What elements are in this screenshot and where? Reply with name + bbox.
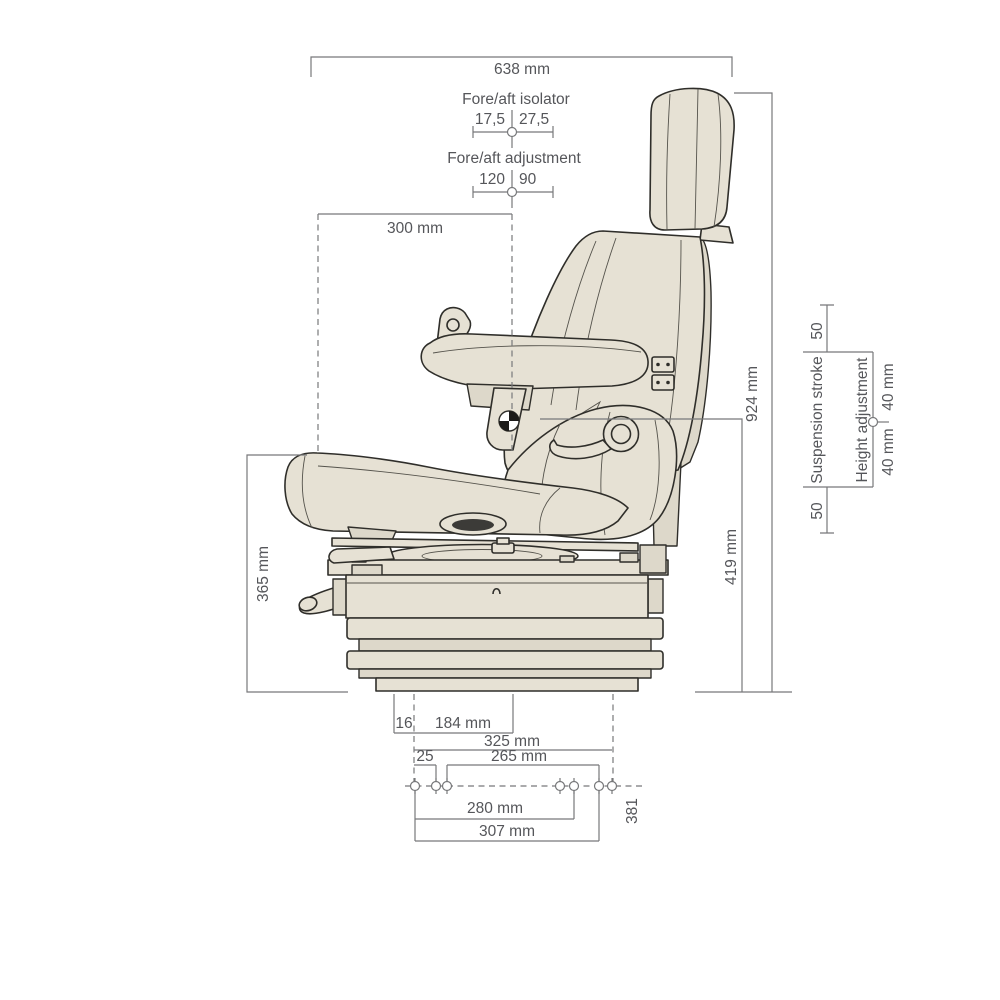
span-280-label: 280 mm [467, 800, 523, 817]
rail-clamp [559, 555, 575, 563]
recliner-hub [549, 415, 640, 460]
suspension-stroke-up: 50 [809, 322, 826, 340]
height-adjustment-down: 40 mm [880, 428, 897, 475]
hole-offset-label: 25 [416, 748, 433, 765]
headrest-seam [666, 93, 671, 230]
datum-marker [498, 410, 520, 432]
overall-width-label: 638 mm [494, 61, 550, 78]
slide-rail-plate [327, 559, 669, 576]
base-depth-label: 381 [624, 798, 641, 824]
fore-aft-adjustment-front: 90 [519, 171, 537, 188]
recline-lever [549, 439, 612, 460]
headrest-seam [713, 93, 722, 228]
span-265-label: 265 mm [491, 748, 547, 765]
dim-seat-height: 419 mm [540, 418, 743, 692]
rail-length-label: 184 mm [435, 715, 491, 732]
suspension-bellows [346, 617, 664, 692]
cushion-seam [317, 465, 541, 495]
dim-suspension-stroke: 50 50 Suspension stroke Height adjustmen… [803, 304, 897, 534]
isolator-reference-point [506, 126, 518, 138]
armrest [420, 333, 649, 390]
suspension-stroke-down: 50 [809, 502, 826, 520]
headrest [649, 87, 735, 231]
cushion-seam [539, 487, 561, 534]
dim-fore-aft-adjustment: Fore/aft adjustment 120 90 [447, 150, 581, 208]
seat-pan-recess [439, 512, 507, 536]
bolster-seam [649, 419, 660, 521]
dim-base-mounting: 16 184 mm 325 mm 25 265 mm 280 mm 307 mm… [393, 694, 645, 842]
suspension-stroke-label: Suspension stroke [809, 356, 826, 484]
base-box-mark [492, 587, 501, 595]
swivel-step-block [639, 544, 667, 574]
handle-knob [298, 596, 318, 612]
height-adjustment-label: Height adjustment [854, 357, 871, 483]
turntable-latch-tab [496, 537, 510, 545]
fore-aft-adjustment-rear: 120 [479, 171, 505, 188]
fore-aft-isolator-front: 27,5 [519, 111, 549, 128]
backrest-depth-label: 300 mm [387, 220, 443, 237]
base-box [345, 574, 649, 619]
seat-cushion [284, 452, 629, 536]
dim-overall-width: 638 mm [310, 56, 733, 78]
fore-aft-isolator-rear: 17,5 [475, 111, 505, 128]
armrest-bracket-hole [446, 318, 460, 332]
armrest-seam [432, 345, 642, 354]
headrest-seam [694, 88, 699, 230]
span-total-label: 325 mm [484, 733, 540, 750]
cushion-seam [301, 455, 313, 529]
span-307-label: 307 mm [479, 823, 535, 840]
seat-illustration [284, 87, 735, 692]
height-adjustment-up: 40 mm [880, 363, 897, 410]
rail-clamp [619, 552, 639, 563]
height-adjustment-reference-point [867, 416, 879, 428]
base-left-panel [332, 578, 348, 616]
overall-height-label: 924 mm [744, 366, 761, 422]
dim-fore-aft-isolator: Fore/aft isolator 17,5 27,5 [462, 91, 570, 148]
backrest-seam [665, 239, 682, 448]
fore-aft-adjustment-label: Fore/aft adjustment [447, 150, 581, 167]
isolator-connector-blocks [651, 356, 675, 391]
cushion-height-label: 365 mm [255, 546, 272, 602]
seat-height-label: 419 mm [723, 529, 740, 585]
fore-aft-isolator-label: Fore/aft isolator [462, 91, 570, 108]
dim-overall-height: 924 mm [734, 92, 773, 692]
tilt-lever [328, 546, 395, 564]
dim-cushion-height: 365 mm [246, 454, 348, 693]
mounting-holes [409, 778, 618, 794]
front-offset-label: 16 [395, 715, 412, 732]
base-right-panel [647, 578, 664, 614]
adjustment-reference-point [506, 186, 518, 198]
